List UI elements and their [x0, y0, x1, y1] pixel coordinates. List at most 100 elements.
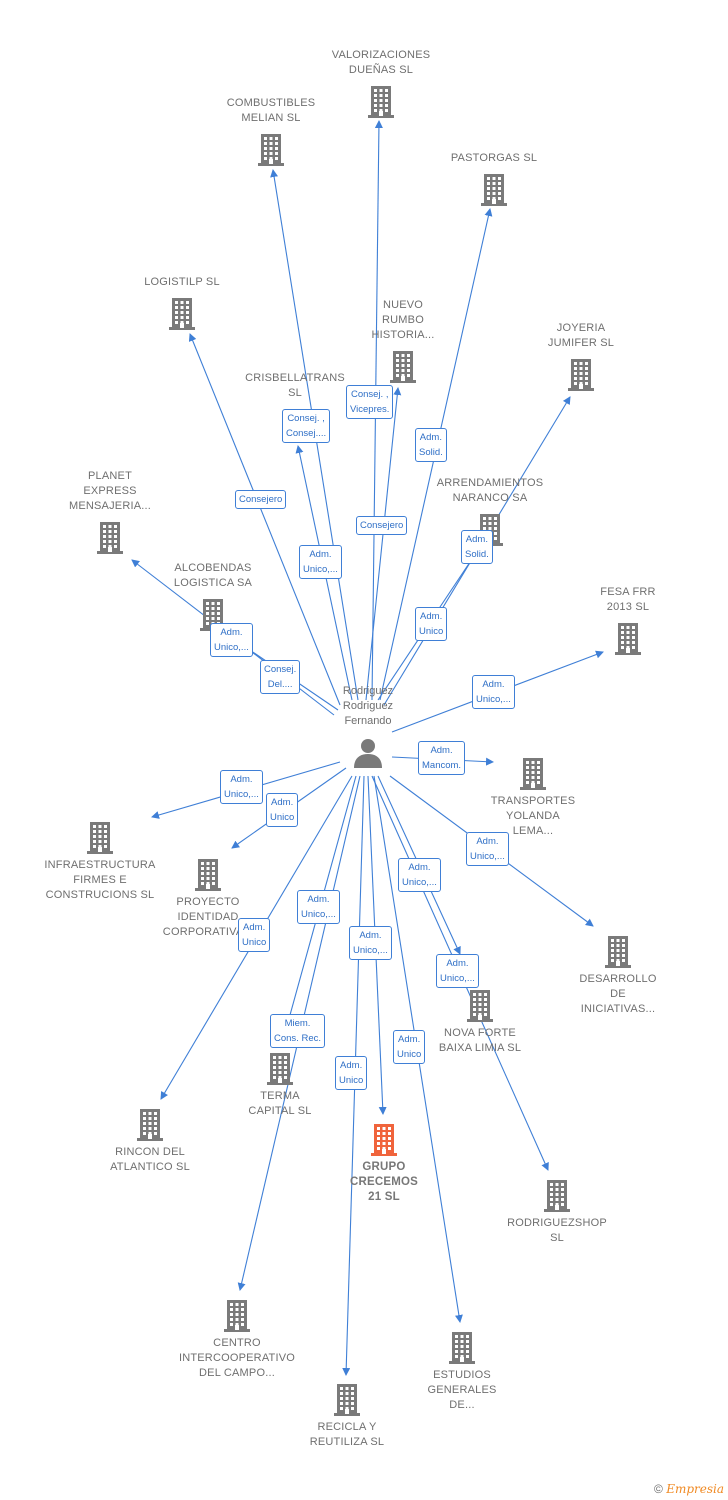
- role-label-infraestructura[interactable]: Adm.Unico,...: [220, 770, 263, 804]
- building-icon: [544, 1180, 570, 1212]
- role-label-recicla[interactable]: Adm.Unico: [335, 1056, 368, 1090]
- role-label-line: Unico,...: [353, 945, 388, 956]
- role-label-line: Consejero: [360, 520, 404, 531]
- role-label-combustibles[interactable]: Consej. ,Consej....: [282, 409, 331, 443]
- person-name-line-3: Fernando: [344, 715, 392, 727]
- role-label-line: Unico,...: [214, 642, 249, 653]
- company-label-line: SL: [288, 387, 302, 399]
- role-label-line: Adm.: [309, 549, 332, 560]
- company-label-line: LEMA...: [512, 825, 554, 837]
- role-label-line: Cons. Rec.: [274, 1033, 321, 1044]
- company-label-line: INICIATIVAS...: [580, 1003, 656, 1015]
- role-label-fesa[interactable]: Adm.Unico,...: [472, 675, 515, 709]
- role-label-line: Solid.: [465, 549, 489, 560]
- role-label-line: Adm.: [465, 534, 488, 545]
- role-label-nuevo-rumbo[interactable]: Consejero: [356, 516, 408, 535]
- role-label-valorizaciones[interactable]: Consej. ,Vicepres.: [346, 385, 394, 419]
- role-label-desarrollo[interactable]: Adm.Unico,...: [466, 832, 509, 866]
- company-label-line: EXPRESS: [83, 485, 137, 497]
- company-label-line: RECICLA Y: [317, 1421, 377, 1433]
- company-label-line: SL: [550, 1232, 564, 1244]
- role-label-joyeria[interactable]: Adm.Unico: [415, 607, 448, 641]
- company-label-line: BAIXA LIMIA SL: [438, 1042, 522, 1054]
- brand-logo[interactable]: Empresia: [666, 1482, 724, 1496]
- building-icon: [334, 1384, 360, 1416]
- company-node-pastorgas[interactable]: PASTORGAS SL: [429, 151, 559, 206]
- role-label-centro[interactable]: Adm.Unico,...: [297, 890, 340, 924]
- role-label-line: Unico,...: [476, 694, 511, 705]
- company-label-line: DUEÑAS SL: [348, 64, 414, 76]
- company-label-line: CORPORATIVA...: [162, 926, 254, 938]
- footer-credit: © Empresia: [654, 1482, 724, 1496]
- person-name-line-2: Rodriguez: [342, 700, 394, 712]
- role-label-line: Unico,...: [303, 564, 338, 575]
- company-node-rodriguezshop[interactable]: RODRIGUEZSHOP SL: [492, 1178, 622, 1246]
- role-label-estudios[interactable]: Adm.Unico: [393, 1030, 426, 1064]
- company-label-line: 21 SL: [368, 1191, 400, 1203]
- building-icon: [137, 1109, 163, 1141]
- role-label-planet-express[interactable]: Consej.Del....: [260, 660, 301, 694]
- company-label-line: ESTUDIOS: [433, 1369, 491, 1381]
- company-label-line: NARANCO SA: [452, 492, 528, 504]
- building-icon: [390, 351, 416, 383]
- center-person[interactable]: Rodriguez Rodriguez Fernando: [313, 684, 423, 769]
- role-label-line: Adm.: [430, 745, 453, 756]
- company-label-line: CENTRO: [213, 1337, 261, 1349]
- role-label-line: Adm.: [307, 894, 330, 905]
- company-label-line: JUMIFER SL: [547, 337, 615, 349]
- company-label-line: YOLANDA: [506, 810, 560, 822]
- role-label-line: Unico: [270, 812, 295, 823]
- role-label-line: Adm.: [446, 958, 469, 969]
- role-label-rodriguezshop[interactable]: Adm.Unico,...: [436, 954, 479, 988]
- role-label-proyecto[interactable]: Adm. Unico: [266, 793, 299, 827]
- person-icon: [354, 739, 382, 768]
- company-label-line: RODRIGUEZSHOP: [507, 1217, 607, 1229]
- building-icon: [195, 859, 221, 891]
- role-label-alcobendas[interactable]: Adm.Unico,...: [210, 623, 253, 657]
- role-label-transportes[interactable]: Adm.Mancom.: [418, 741, 466, 775]
- building-icon: [520, 758, 546, 790]
- company-node-joyeria[interactable]: JOYERIA JUMIFER SL: [516, 321, 646, 391]
- role-label-grupo-crecemos[interactable]: Adm. Unico,...: [349, 926, 392, 960]
- company-label-line: CAPITAL SL: [248, 1105, 312, 1117]
- company-label-line: COMBUSTIBLES: [226, 97, 316, 109]
- role-label-pastorgas[interactable]: Adm.Solid.: [415, 428, 447, 462]
- company-label-line: DE: [610, 988, 626, 1000]
- company-node-logistilp[interactable]: LOGISTILP SL: [117, 275, 247, 330]
- company-label-line: MENSAJERIA...: [68, 500, 152, 512]
- role-label-arrendamientos[interactable]: Adm. Solid.: [461, 530, 493, 564]
- role-label-crisbellatrans[interactable]: Adm. Unico,...: [299, 545, 342, 579]
- role-label-line: Solid.: [419, 447, 443, 458]
- role-label-terma[interactable]: Miem.Cons. Rec.: [270, 1014, 325, 1048]
- role-label-logistilp[interactable]: Consejero: [235, 490, 287, 509]
- company-label-line: JOYERIA: [556, 322, 606, 334]
- company-label-line: GRUPO: [362, 1161, 406, 1173]
- role-label-line: Adm.: [271, 797, 294, 808]
- role-label-line: Vicepres.: [350, 404, 390, 415]
- role-label-rincon[interactable]: Adm.Unico: [238, 918, 271, 952]
- building-icon: [481, 174, 507, 206]
- building-icon: [371, 1124, 397, 1156]
- role-label-line: Adm.: [359, 930, 382, 941]
- role-label-line: Adm.: [420, 611, 443, 622]
- company-label-line: PROYECTO: [176, 896, 240, 908]
- role-label-nova-forte[interactable]: Adm.Unico,...: [398, 858, 441, 892]
